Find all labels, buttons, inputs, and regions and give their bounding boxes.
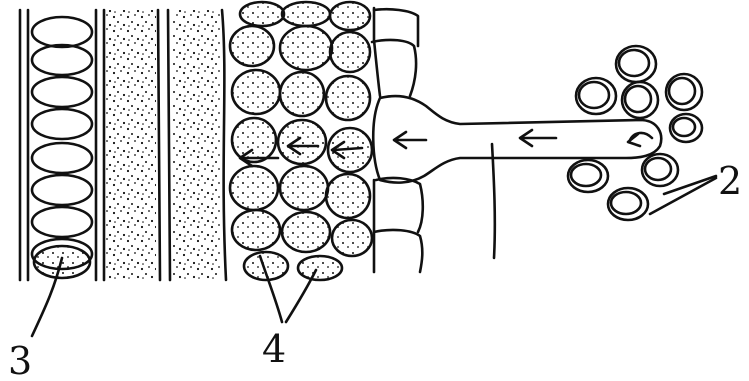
cortex-cell bbox=[278, 120, 326, 164]
label-4: 4 bbox=[262, 327, 286, 371]
xylem-ring bbox=[32, 45, 92, 75]
label-3: 3 bbox=[8, 339, 32, 381]
xylem-ring bbox=[32, 17, 92, 47]
soil-particle-inner bbox=[625, 86, 651, 112]
cortex-cell bbox=[326, 174, 370, 218]
xylem-ring bbox=[32, 109, 92, 139]
cortex-cell bbox=[232, 210, 280, 250]
xylem-vessel bbox=[20, 10, 104, 280]
soil-particle-inner bbox=[673, 118, 695, 136]
cortex-cell bbox=[280, 72, 324, 116]
xylem-ring bbox=[32, 175, 92, 205]
cortex-cells bbox=[230, 2, 372, 280]
label-2: 2 bbox=[718, 159, 742, 203]
xylem-ring bbox=[32, 143, 92, 173]
soil-particle-inner bbox=[579, 82, 609, 108]
stippled-tissue-band-left bbox=[106, 10, 156, 280]
soil-particle-inner bbox=[669, 78, 695, 104]
soil-particle-inner bbox=[619, 50, 649, 76]
xylem-ring bbox=[32, 207, 92, 237]
cortex-cell bbox=[240, 2, 284, 26]
soil-particle-inner bbox=[571, 164, 601, 186]
cortex-cell bbox=[282, 2, 330, 26]
cortex-cell bbox=[298, 256, 342, 280]
cortex-cell bbox=[280, 26, 332, 70]
vascular-wall-lines bbox=[158, 10, 170, 280]
root-hair-arrows bbox=[394, 130, 652, 148]
leader-line-2 bbox=[650, 176, 716, 214]
stippled-tissue-band-right bbox=[172, 10, 226, 280]
cortex-cell bbox=[330, 2, 370, 30]
cortex-cell bbox=[280, 166, 328, 210]
cortex-cell bbox=[282, 212, 330, 252]
cortex-cell bbox=[330, 32, 370, 72]
cortex-cell bbox=[232, 70, 280, 114]
cortex-cell bbox=[326, 76, 370, 120]
soil-particle-inner bbox=[645, 158, 671, 180]
cortex-cell bbox=[230, 166, 278, 210]
xylem-ring bbox=[32, 77, 92, 107]
soil-particle-inner bbox=[611, 192, 641, 214]
cortex-cell bbox=[230, 26, 274, 66]
leader-line-1 bbox=[492, 144, 495, 258]
cortex-cell bbox=[232, 118, 276, 162]
cortex-cell bbox=[332, 220, 372, 256]
